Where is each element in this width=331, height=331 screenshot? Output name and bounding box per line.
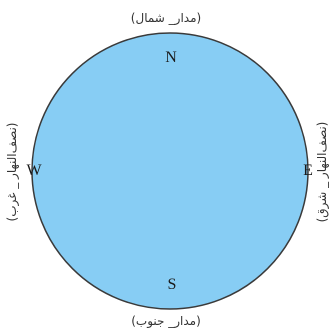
globe-circle [31,32,309,310]
west-letter: W [26,162,42,179]
top-label: (مدار_ شمال) [131,11,201,26]
left-label: (نصف‌النهار _ غرب) [5,123,20,222]
east-letter: E [303,162,313,179]
north-letter: N [165,49,177,66]
right-label: (نصف‌النهار _ شرق) [315,122,330,223]
south-letter: S [168,276,177,293]
bottom-label: (مدار_ جنوب) [131,314,201,329]
